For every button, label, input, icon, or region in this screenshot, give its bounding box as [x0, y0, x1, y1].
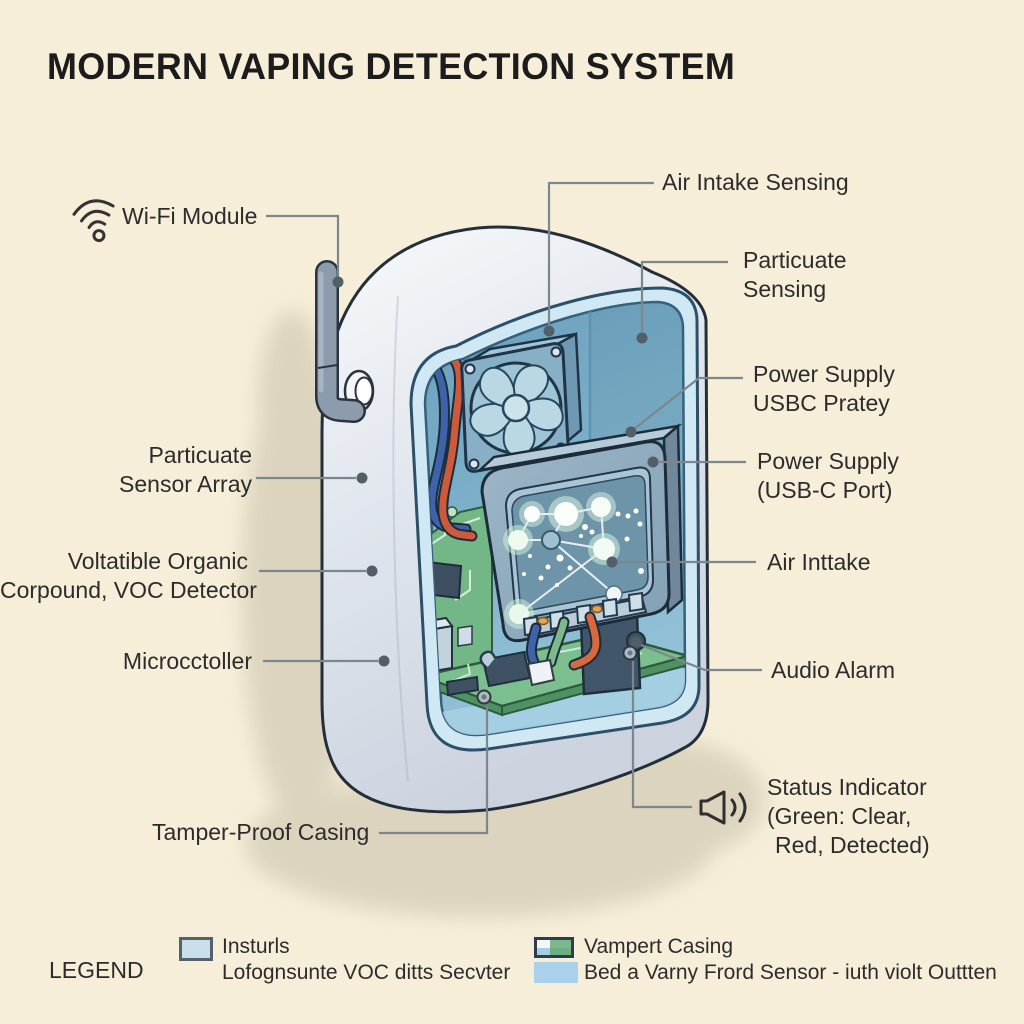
- label-particulate-sensor-array: Particuate Sensor Array: [119, 442, 252, 497]
- leader-dots: [332, 276, 659, 667]
- speaker-icon: [699, 790, 747, 825]
- cooling-fan: [460, 331, 583, 473]
- module-wires: [525, 611, 602, 672]
- legend-swatch-enclosure: [179, 937, 213, 961]
- label-tamper-proof-casing: Tamper-Proof Casing: [152, 819, 370, 845]
- particle-display: [503, 492, 644, 629]
- label-status-indicator: Status Indicator (Green: Clear, Red, Det…: [767, 774, 930, 858]
- sensor-module: [476, 423, 684, 643]
- screw: [622, 645, 638, 661]
- label-air-intake: Air Inttake: [767, 549, 871, 575]
- legend-swatch-pcb: [534, 937, 574, 958]
- label-wifi-module: Wi-Fi Module: [122, 203, 258, 229]
- label-voc-detector: Voltatible Organic Corpound, VOC Detecto…: [0, 548, 257, 603]
- legend-item-2-line-2: Bed a Varny Frord Sensor - iuth violt Ou…: [584, 961, 997, 984]
- wifi-icon: [72, 199, 115, 243]
- label-air-intake-sensing: Air Intake Sensing: [662, 169, 849, 195]
- label-power-supply-pratey: Power Supply USBC Pratey: [753, 361, 895, 416]
- screw: [476, 689, 492, 705]
- internal-wires: [425, 344, 478, 542]
- legend-title: LEGEND: [49, 957, 144, 983]
- legend-item-2-line-1: Vampert Casing: [584, 935, 734, 958]
- label-particulate-sensing: Particuate Sensing: [743, 247, 847, 302]
- legend-swatch-sensor: [534, 962, 578, 983]
- label-power-supply-port: Power Supply (USB-C Port): [757, 448, 899, 503]
- wire-connector: [526, 658, 556, 687]
- label-microcontroller: Microcctoller: [122, 648, 252, 674]
- wifi-antenna: [315, 260, 375, 423]
- leader-lines: [256, 181, 762, 835]
- legend-item-1-line-1: Insturls: [222, 935, 290, 958]
- page-title: MODERN VAPING DETECTION SYSTEM: [47, 46, 736, 87]
- legend-item-1-line-2: Lofognsunte VOC ditts Secvter: [222, 961, 511, 984]
- label-audio-alarm: Audio Alarm: [771, 657, 896, 683]
